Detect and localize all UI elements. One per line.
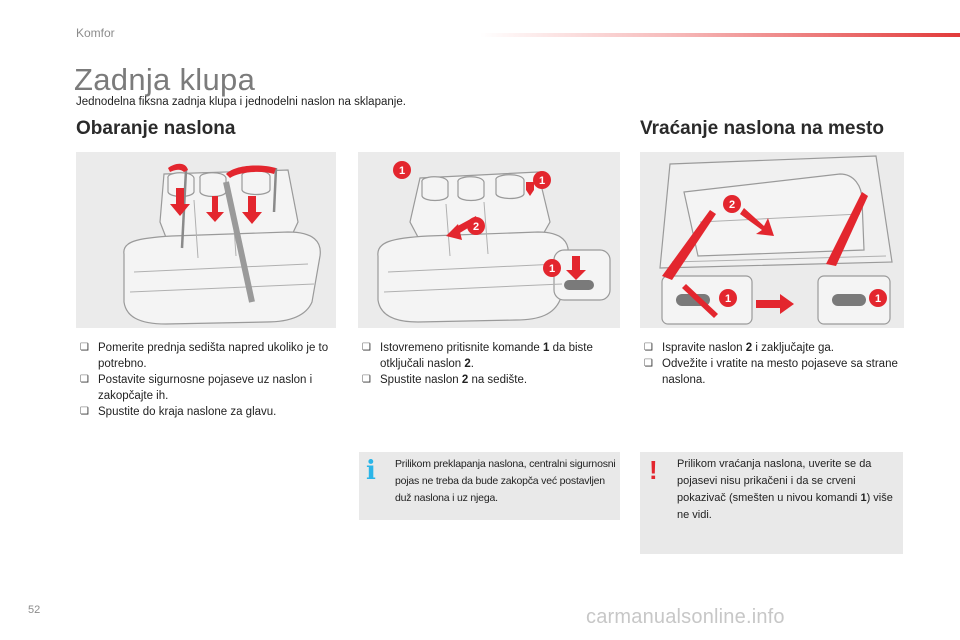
heading-fold-backrest: Obaranje naslona: [76, 118, 236, 139]
trunk-drawing: 2 1 1: [640, 152, 904, 328]
callout-control-1b: 1: [539, 175, 545, 187]
list-item: ❏Odvežite i vratite na mesto pojaseve sa…: [644, 358, 898, 386]
heading-restore-backrest: Vraćanje naslona na mesto: [640, 118, 884, 139]
callout-control-1: 1: [399, 165, 405, 177]
callout-control-1r2: 1: [875, 293, 881, 305]
checkbox-bullet-icon: ❏: [80, 406, 89, 417]
callout-backrest-2r: 2: [729, 199, 735, 211]
callout-control-1r: 1: [725, 293, 731, 305]
checkbox-bullet-icon: ❏: [362, 342, 371, 353]
illustration-release-controls: 1 1 2 1: [358, 152, 620, 328]
release-seat-drawing: 1 1 2 1: [358, 152, 620, 328]
watermark: carmanualsonline.info: [586, 606, 785, 628]
list-item: ❏Spustite do kraja naslone za glavu.: [80, 406, 277, 418]
list-item: ❏Ispravite naslon 2 i zaključajte ga.: [644, 342, 834, 354]
list-item: ❏Spustite naslon 2 na sedište.: [362, 374, 528, 386]
callout-backrest-2: 2: [473, 221, 479, 233]
checkbox-bullet-icon: ❏: [362, 374, 371, 385]
instructions-restore: ❏Ispravite naslon 2 i zaključajte ga. ❏O…: [644, 340, 902, 388]
instructions-release: ❏Istovremeno pritisnite komande 1 da bis…: [362, 340, 620, 388]
list-item: ❏Istovremeno pritisnite komande 1 da bis…: [362, 342, 593, 370]
header-rule: [480, 33, 960, 37]
info-note-box: [359, 452, 620, 520]
info-icon: i: [366, 456, 376, 486]
rear-seat-drawing: [76, 152, 336, 328]
list-item: ❏Pomerite prednja sedišta napred ukoliko…: [80, 342, 329, 370]
callout-control-1c: 1: [549, 263, 555, 275]
checkbox-bullet-icon: ❏: [644, 358, 653, 369]
warning-note-text: Prilikom vraćanja naslona, uverite se da…: [677, 458, 893, 521]
checkbox-bullet-icon: ❏: [80, 342, 89, 353]
section-label: Komfor: [76, 26, 115, 40]
warning-note-box: [640, 452, 903, 554]
page-title: Zadnja klupa: [74, 62, 256, 97]
page-number: 52: [28, 604, 41, 616]
checkbox-bullet-icon: ❏: [644, 342, 653, 353]
warning-icon: !: [649, 455, 658, 485]
illustration-restore-backrest: 2 1 1: [640, 152, 904, 328]
intro-text: Jednodelna fiksna zadnja klupa i jednode…: [76, 96, 406, 108]
instructions-fold: ❏Pomerite prednja sedišta napred ukoliko…: [80, 340, 338, 420]
list-item: ❏Postavite sigurnosne pojaseve uz naslon…: [80, 374, 313, 402]
checkbox-bullet-icon: ❏: [80, 374, 89, 385]
info-note-text: Prilikom preklapanja naslona, centralni …: [395, 458, 616, 504]
illustration-fold-backrest: [76, 152, 336, 328]
